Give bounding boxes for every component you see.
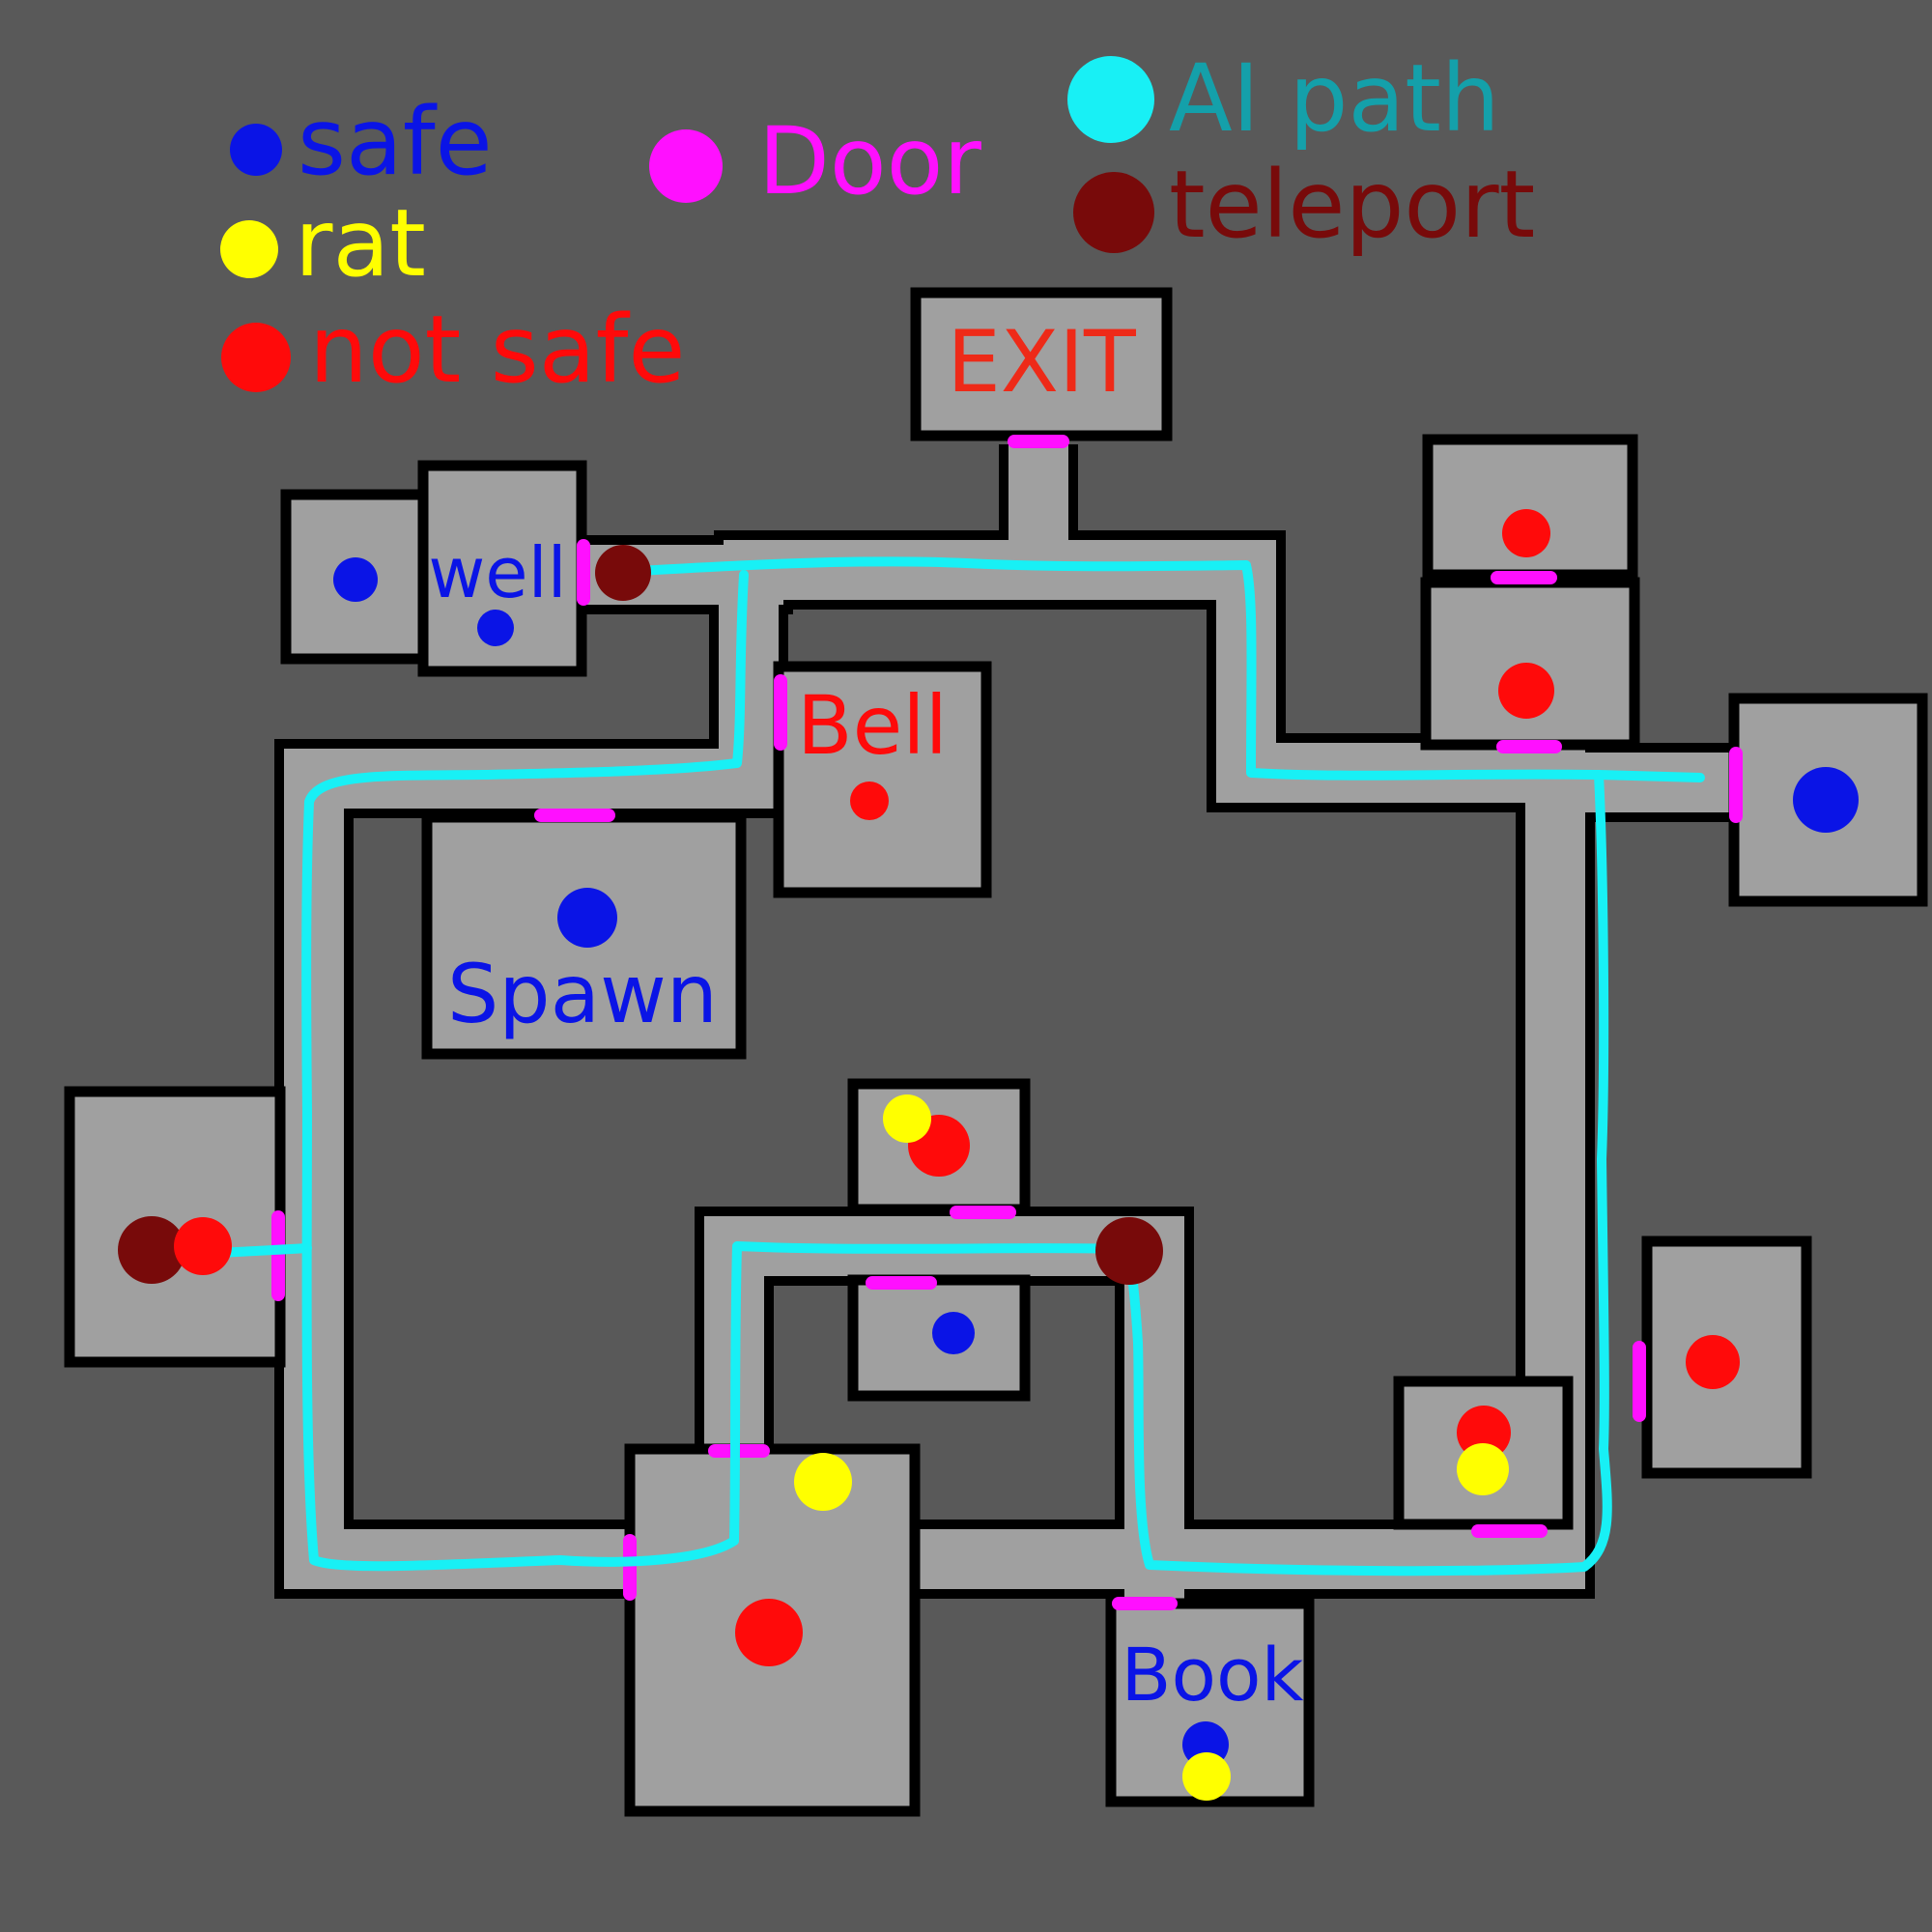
rat-southeast-small-icon	[1457, 1443, 1509, 1495]
spawn-label: Spawn	[447, 947, 718, 1041]
legend-ai-path-label: AI path	[1169, 44, 1500, 153]
teleport-center-icon	[1095, 1217, 1163, 1285]
not-safe-bell-icon	[850, 781, 889, 820]
safe-well-side-icon	[333, 557, 378, 602]
ai-path-to-east-room	[1594, 770, 1705, 782]
room-labels: EXIT well Bell Spawn Book	[428, 312, 1303, 1718]
well-label: well	[428, 532, 566, 613]
legend-safe-label: safe	[298, 88, 493, 196]
exit-room	[910, 287, 1173, 441]
book-room	[1105, 1598, 1315, 1807]
not-safe-far-east-icon	[1686, 1335, 1740, 1389]
door-marker-icon	[649, 129, 723, 203]
far-east-room	[1641, 1236, 1812, 1479]
not-safe-marker-icon	[221, 323, 291, 392]
markers	[118, 509, 1859, 1801]
ai-path-main-loop	[301, 556, 1612, 1577]
rooms	[64, 287, 1928, 1817]
safe-east-icon	[1793, 767, 1859, 833]
not-safe-top-right-upper-icon	[1502, 509, 1550, 557]
rat-marker-icon	[220, 220, 278, 278]
safe-well-icon	[477, 610, 514, 646]
legend-item-rat: rat	[220, 189, 426, 298]
legend: safe rat not safe Door AI path teleport	[220, 44, 1535, 404]
teleport-west-icon	[118, 1216, 185, 1284]
legend-teleport-label: teleport	[1169, 151, 1535, 259]
legend-rat-label: rat	[295, 189, 426, 298]
rat-southwest-icon	[794, 1453, 852, 1511]
safe-marker-icon	[230, 124, 282, 176]
bell-label: Bell	[797, 678, 948, 773]
teleport-marker-icon	[1073, 172, 1154, 253]
legend-item-teleport: teleport	[1073, 151, 1535, 259]
legend-item-safe: safe	[230, 88, 493, 196]
not-safe-west-icon	[174, 1217, 232, 1275]
rat-book-icon	[1182, 1752, 1231, 1801]
not-safe-southwest-icon	[735, 1599, 803, 1666]
legend-item-door: Door	[649, 107, 981, 215]
book-label: Book	[1121, 1632, 1303, 1718]
exit-label: EXIT	[947, 312, 1137, 412]
not-safe-top-right-lower-icon	[1498, 663, 1554, 719]
rat-center-top-icon	[883, 1094, 931, 1143]
safe-spawn-icon	[557, 888, 617, 948]
teleport-well-icon	[595, 545, 651, 601]
bell-room	[773, 661, 992, 898]
ai-path-marker-icon	[1067, 56, 1154, 143]
legend-not-safe-label: not safe	[309, 296, 685, 404]
legend-item-not-safe: not safe	[221, 296, 685, 404]
safe-center-lower-icon	[932, 1312, 975, 1354]
legend-item-ai-path: AI path	[1067, 44, 1500, 153]
not-safe-southeast-small-icon	[1457, 1406, 1511, 1460]
legend-door-label: Door	[758, 107, 981, 215]
